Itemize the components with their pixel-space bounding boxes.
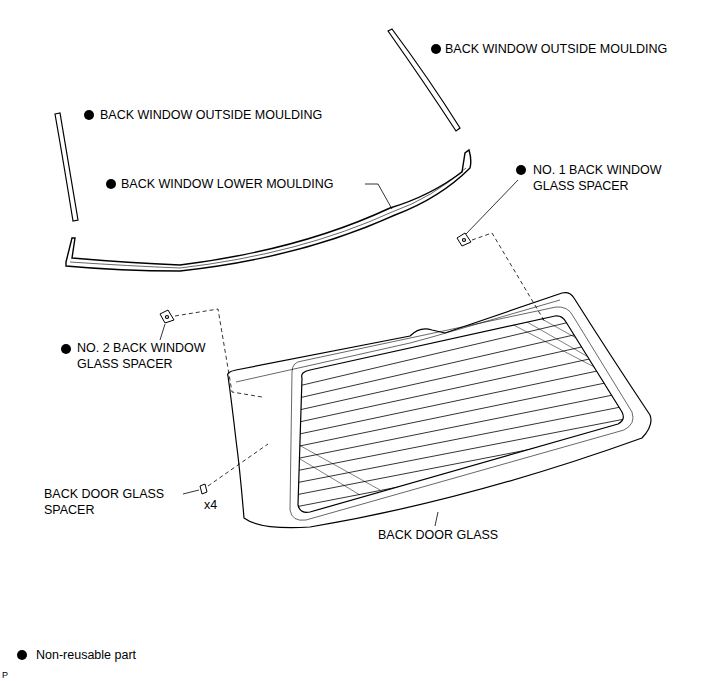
back-door-glass-outline [228,293,651,528]
non-reusable-dot [516,165,526,175]
heater-line [290,322,570,388]
outside-moulding-left [55,113,78,221]
non-reusable-dot [431,44,441,54]
no1-spacer-hole [463,239,466,242]
heater-line [290,442,630,508]
part-name: BACK WINDOW OUTSIDE MOULDING [100,107,322,123]
non-reusable-dot [61,344,71,354]
leader-line [183,490,199,494]
install-line [208,444,268,486]
leader-line [466,180,518,234]
heater-line [290,346,586,412]
part-name: BACK DOOR GLASS [378,527,498,543]
reflection-line [500,318,600,370]
part-name: BACK WINDOW OUTSIDE MOULDING [445,41,667,57]
defroster-border-inner [290,307,633,520]
part-name: BACK DOOR GLASS SPACER [44,486,184,518]
glass-spacer [200,484,207,494]
heater-line [290,406,626,472]
no2-spacer-hole [166,316,169,319]
heater-line [290,358,594,424]
leader-line [365,184,392,209]
heater-line [290,382,610,448]
defroster-grid [260,318,630,508]
glass-drawing [55,29,651,528]
non-reusable-dot [84,110,94,120]
reflection-line [540,318,625,365]
non-reusable-dot [106,179,116,189]
reflection-line [290,440,380,490]
leader-line [435,512,438,526]
legend-dot [17,650,27,660]
part-name: NO. 1 BACK WINDOW GLASS SPACER [533,162,665,194]
figure-code: P [2,667,8,681]
no1-spacer [457,233,471,246]
heater-line [290,430,630,496]
install-line [472,233,545,322]
quantity-label: x4 [204,497,217,513]
non-reusable-marks [17,44,526,660]
reflection-line [520,318,620,375]
glass-inner-edge [236,300,560,382]
part-name: BACK WINDOW LOWER MOULDING [121,176,334,192]
part-name: NO. 2 BACK WINDOW GLASS SPACER [77,340,209,372]
lower-moulding-inner [70,168,466,268]
heater-line [290,418,630,484]
legend-text: Non-reusable part [36,647,136,663]
heater-line [290,334,578,400]
lower-moulding [66,150,471,271]
defroster-border [298,316,623,512]
heater-line [290,394,618,460]
no2-spacer [160,310,174,323]
leader-line [160,324,165,340]
reflection-line [260,435,360,495]
heater-line [290,370,602,436]
